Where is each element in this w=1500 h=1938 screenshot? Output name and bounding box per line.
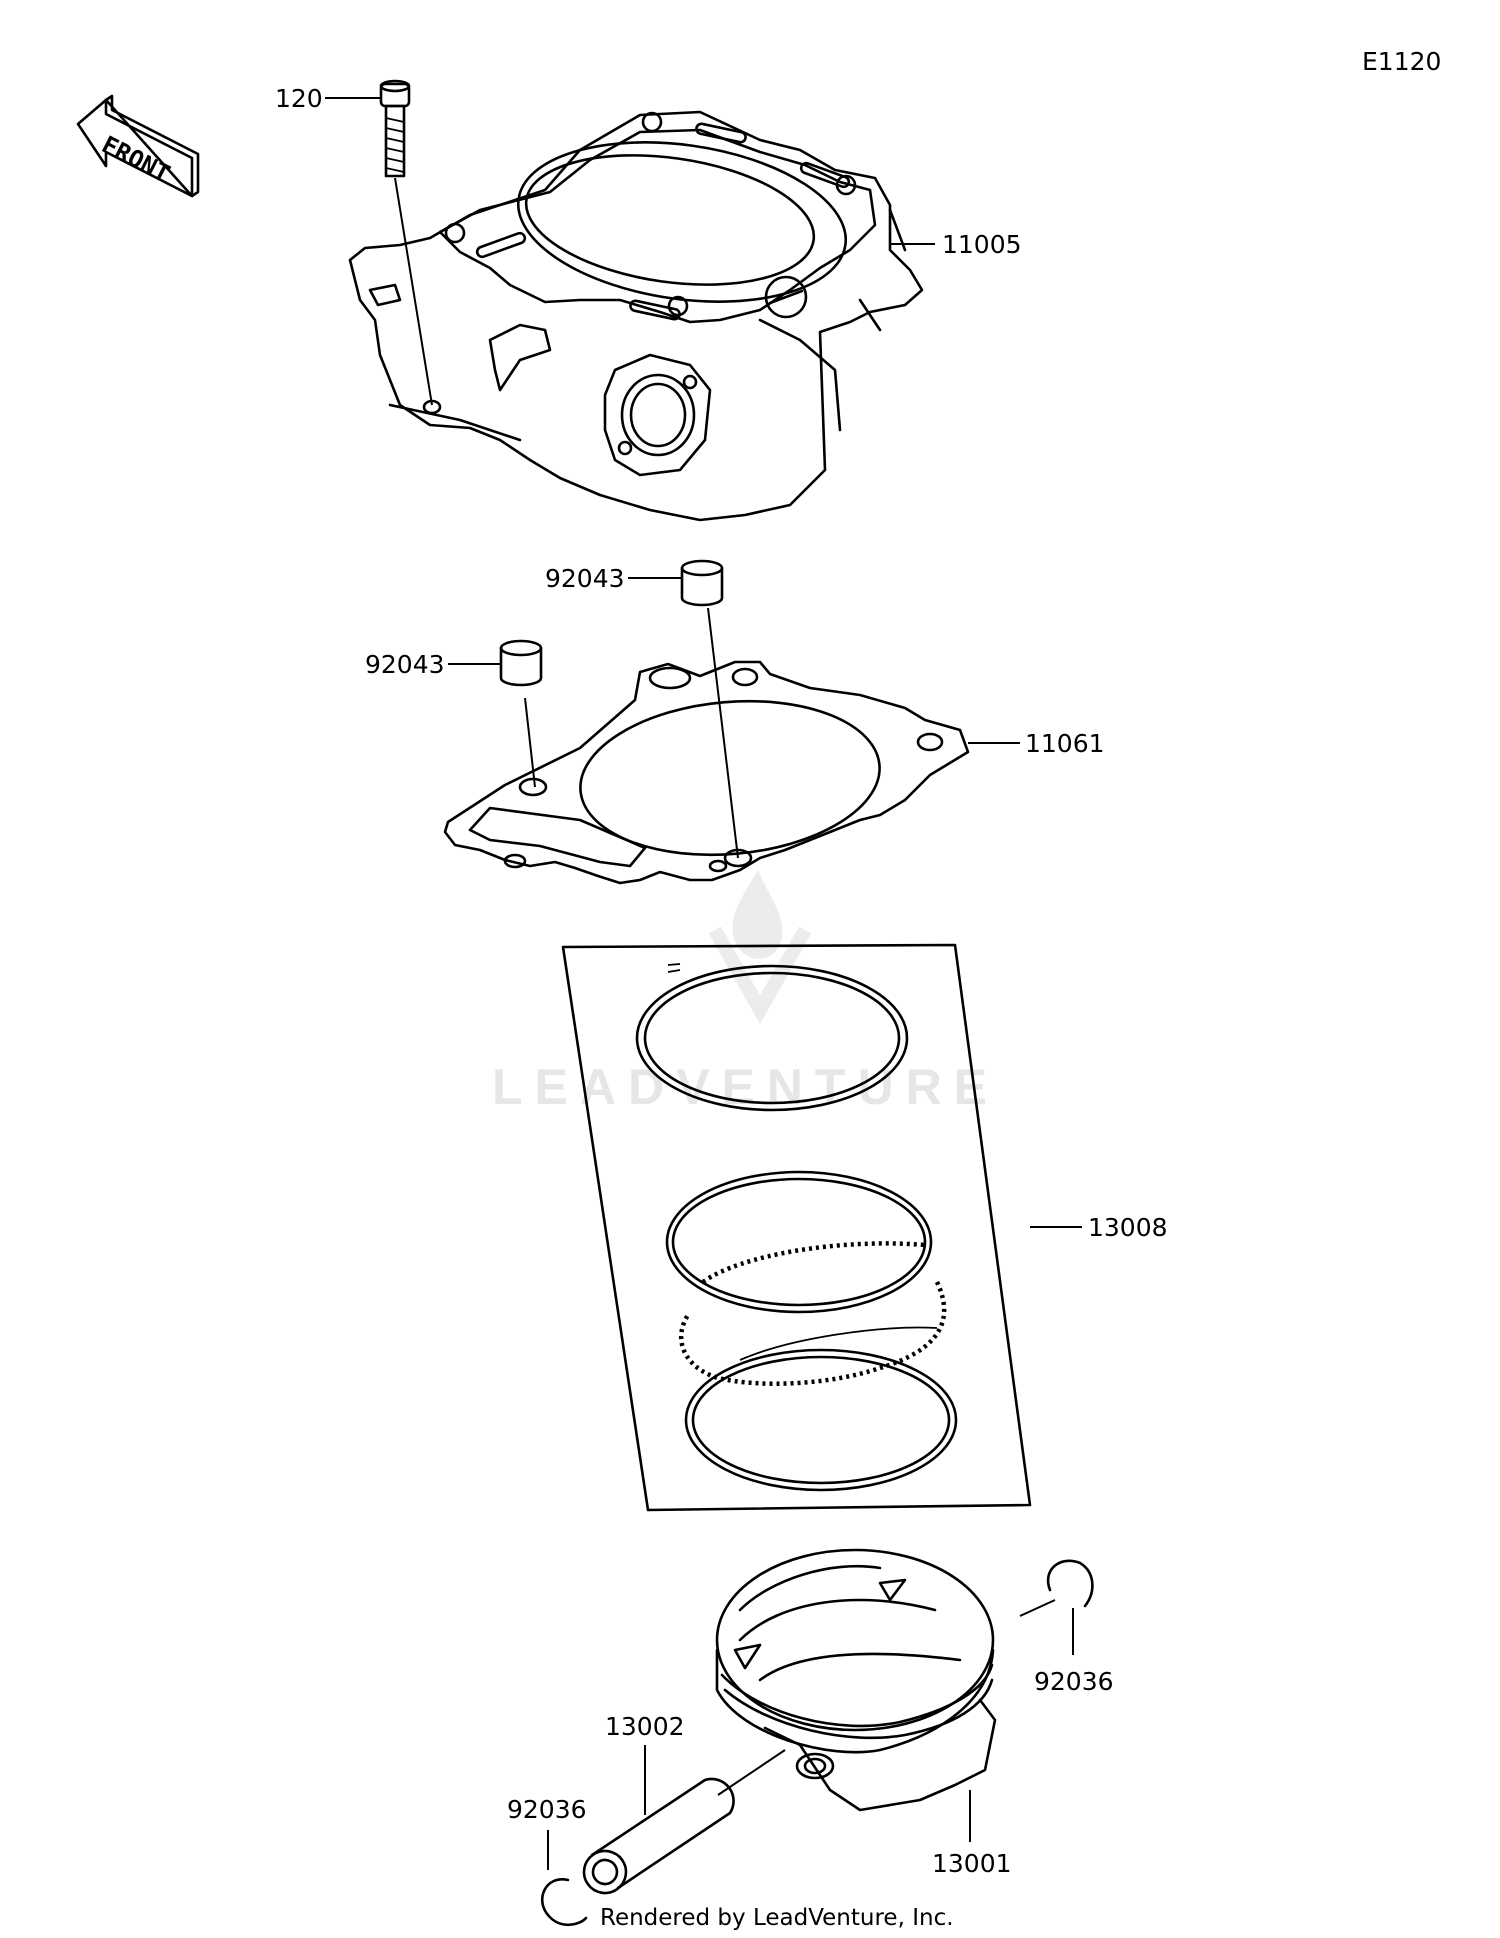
watermark-text: LEADVENTURE [492, 1059, 999, 1115]
piston-pin-13002 [582, 1745, 786, 1895]
callout-13001: 13001 [932, 1849, 1012, 1878]
piston-ring-set-13008 [561, 943, 1032, 1512]
callout-120: 120 [275, 84, 323, 113]
cylinder-gasket-11061 [443, 660, 970, 885]
bolt-120 [379, 79, 433, 406]
footer-credit: Rendered by LeadVenture, Inc. [600, 1905, 954, 1931]
callout-13008: 13008 [1088, 1213, 1168, 1242]
dowel-pin-lower [499, 639, 543, 788]
front-label: FRONT [97, 130, 174, 188]
callout-92043-upper: 92043 [545, 564, 625, 593]
circlip-left [540, 1830, 588, 1927]
circlip-right [1019, 1559, 1094, 1655]
callout-92043-lower: 92043 [365, 650, 445, 679]
cylinder-11005 [348, 110, 924, 522]
callout-13002: 13002 [605, 1712, 685, 1741]
callout-92036-left: 92036 [507, 1795, 587, 1824]
dowel-pin-upper [680, 559, 739, 859]
diagram-code: E1120 [1362, 47, 1441, 76]
callout-11005: 11005 [942, 230, 1022, 259]
watermark: LEADVENTURE [492, 870, 999, 1115]
callout-11061: 11061 [1025, 729, 1105, 758]
piston-13001 [715, 1548, 997, 1842]
callout-92036-right: 92036 [1034, 1667, 1114, 1696]
front-arrow-icon: FRONT [76, 94, 200, 198]
